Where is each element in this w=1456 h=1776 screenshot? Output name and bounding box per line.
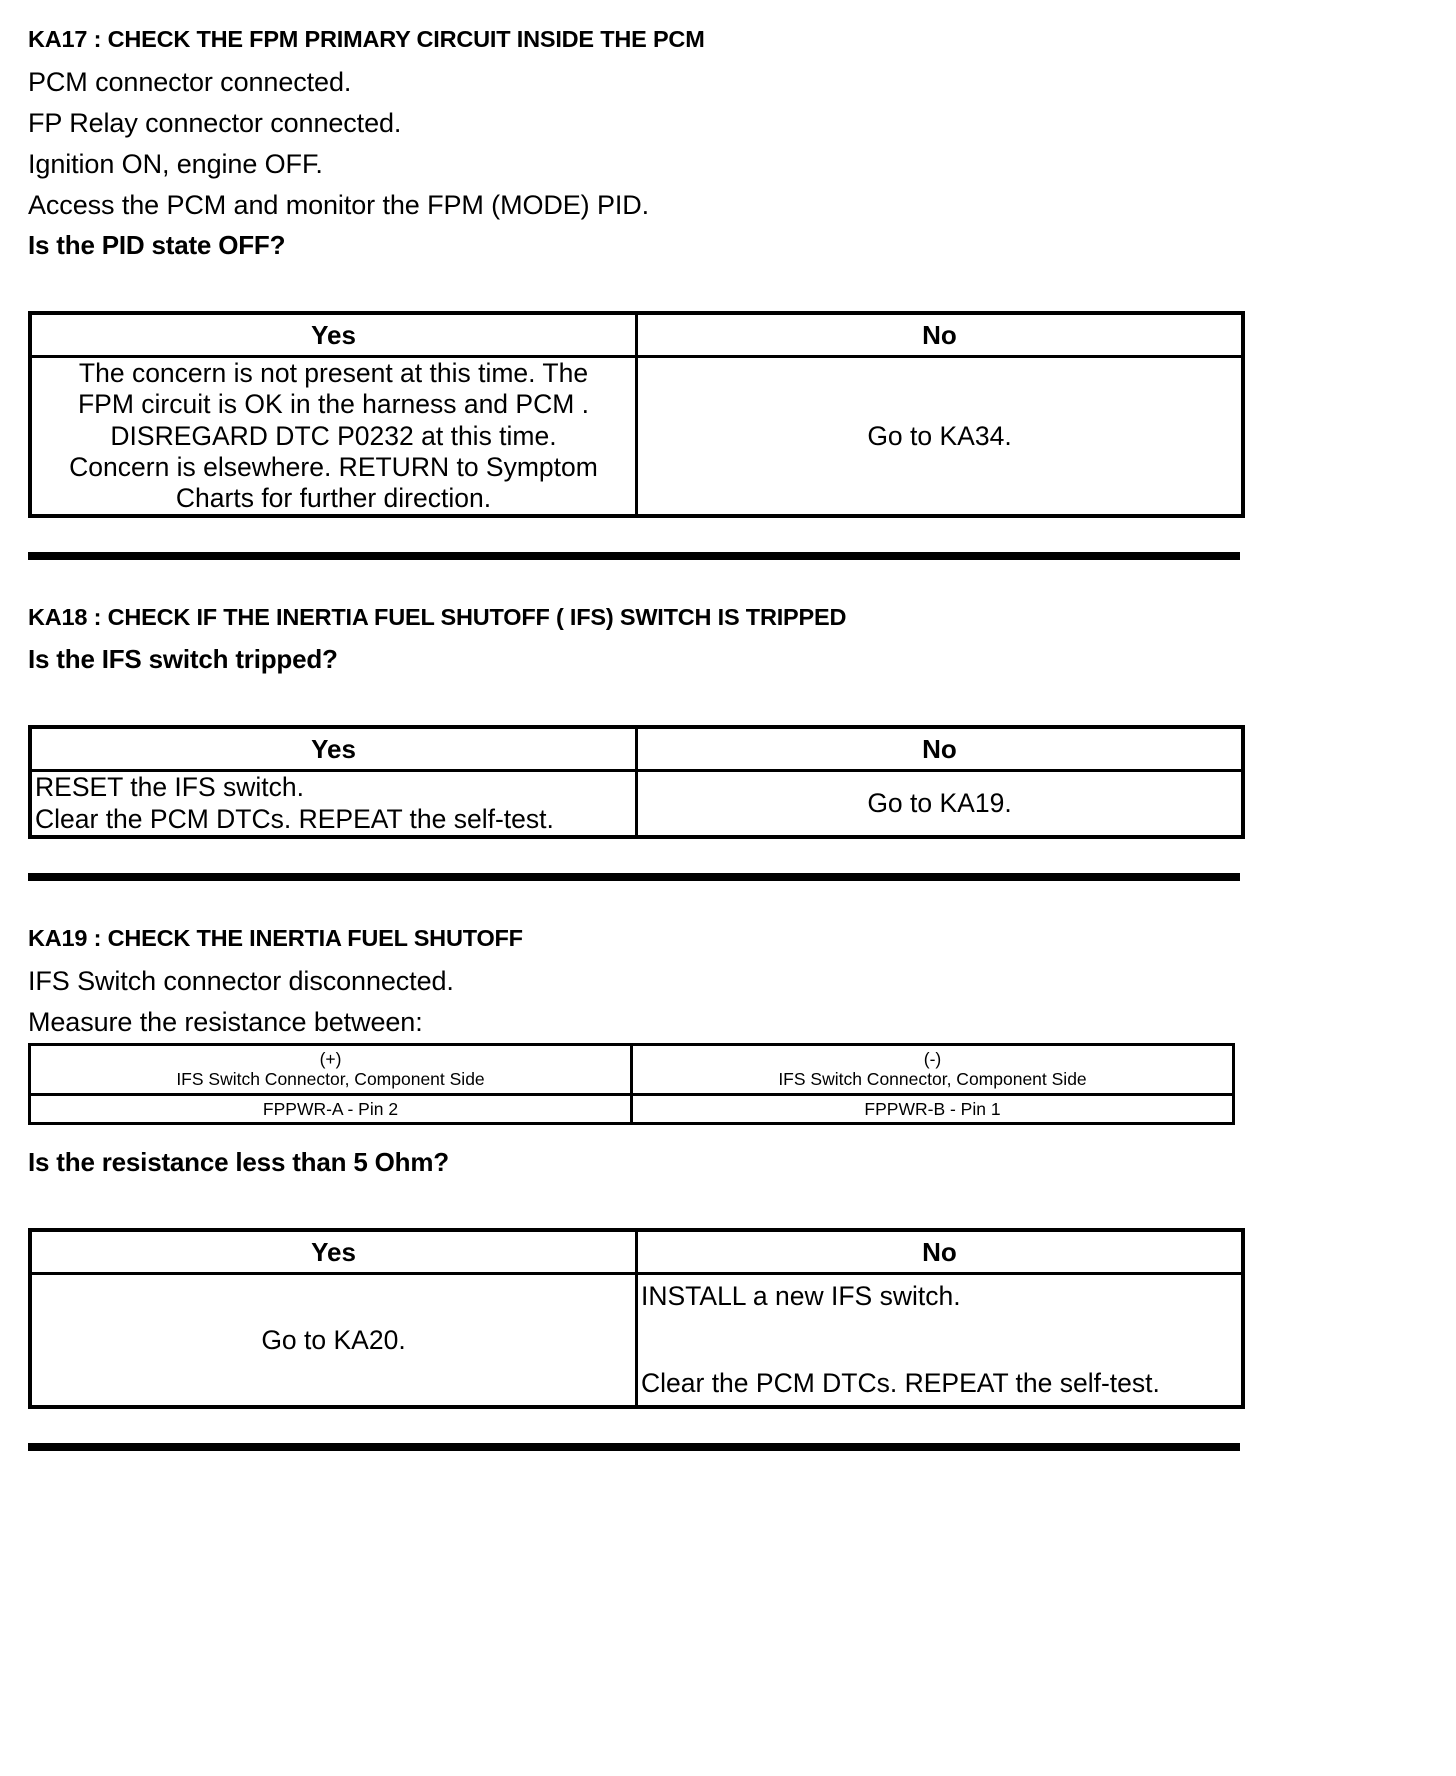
cell-yes-action: The concern is not present at this time.… <box>28 355 638 518</box>
table-row: RESET the IFS switch. Clear the PCM DTCs… <box>28 769 1245 839</box>
instruction-line: Ignition ON, engine OFF. <box>28 149 323 180</box>
column-header-no: No <box>635 311 1245 359</box>
instruction-line: FP Relay connector connected. <box>28 108 402 139</box>
instruction-line: IFS Switch connector disconnected. <box>28 965 454 996</box>
measurement-pin-table: (+) IFS Switch Connector, Component Side… <box>28 1042 1235 1126</box>
section-heading-ka19: KA19 : CHECK THE INERTIA FUEL SHUTOFF <box>28 924 523 951</box>
section-divider <box>28 1443 1240 1452</box>
connector-description-negative: IFS Switch Connector, Component Side <box>778 1069 1087 1090</box>
action-line: INSTALL a new IFS switch. <box>641 1281 961 1312</box>
column-header-yes: Yes <box>28 725 638 773</box>
decision-table-ka17: Yes No The concern is not present at thi… <box>28 311 1245 518</box>
instruction-line: PCM connector connected. <box>28 67 352 98</box>
table-row: (+) IFS Switch Connector, Component Side… <box>28 1042 1235 1097</box>
decision-question-ka19: Is the resistance less than 5 Ohm? <box>28 1147 449 1178</box>
column-header-yes: Yes <box>28 1228 638 1276</box>
action-line: Charts for further direction. <box>175 482 492 513</box>
table-row: Go to KA20. INSTALL a new IFS switch. Cl… <box>28 1272 1245 1409</box>
cell-positive-lead: (+) IFS Switch Connector, Component Side <box>28 1042 633 1097</box>
connector-description-positive: IFS Switch Connector, Component Side <box>176 1069 485 1090</box>
section-divider <box>28 551 1240 560</box>
table-row: FPPWR-A - Pin 2 FPPWR-B - Pin 1 <box>28 1093 1235 1126</box>
action-line: FPM circuit is OK in the harness and PCM… <box>77 389 590 420</box>
table-header-row: Yes No <box>28 725 1245 773</box>
section-heading-ka18: KA18 : CHECK IF THE INERTIA FUEL SHUTOFF… <box>28 603 847 630</box>
pin-label-negative: FPPWR-B - Pin 1 <box>630 1093 1235 1126</box>
table-header-row: Yes No <box>28 1228 1245 1276</box>
action-line: Concern is elsewhere. RETURN to Symptom <box>69 451 598 482</box>
action-line: Go to KA34. <box>867 420 1012 451</box>
column-header-yes: Yes <box>28 311 638 359</box>
cell-yes-action: RESET the IFS switch. Clear the PCM DTCs… <box>28 769 638 839</box>
cell-yes-action: Go to KA20. <box>28 1272 638 1409</box>
cell-no-action: INSTALL a new IFS switch. Clear the PCM … <box>635 1272 1245 1409</box>
action-line: Clear the PCM DTCs. REPEAT the self-test… <box>641 1368 1160 1399</box>
cell-no-action: Go to KA19. <box>635 769 1245 839</box>
action-line: Go to KA20. <box>261 1324 406 1355</box>
polarity-positive: (+) <box>319 1048 342 1069</box>
pin-label-positive: FPPWR-A - Pin 2 <box>28 1093 633 1126</box>
decision-table-ka19: Yes No Go to KA20. INSTALL a new IFS swi… <box>28 1228 1245 1410</box>
table-row: The concern is not present at this time.… <box>28 355 1245 518</box>
action-line: The concern is not present at this time.… <box>78 358 589 389</box>
section-ka19: KA19 : CHECK THE INERTIA FUEL SHUTOFF IF… <box>28 925 1432 1452</box>
polarity-negative: (-) <box>923 1048 942 1069</box>
action-line: Clear the PCM DTCs. REPEAT the self-test… <box>35 803 554 834</box>
cell-negative-lead: (-) IFS Switch Connector, Component Side <box>630 1042 1235 1097</box>
section-ka18: KA18 : CHECK IF THE INERTIA FUEL SHUTOFF… <box>28 604 1432 881</box>
table-header-row: Yes No <box>28 311 1245 359</box>
cell-no-action: Go to KA34. <box>635 355 1245 518</box>
decision-question-ka18: Is the IFS switch tripped? <box>28 644 338 675</box>
section-divider <box>28 872 1240 881</box>
column-header-no: No <box>635 725 1245 773</box>
instruction-line: Access the PCM and monitor the FPM (MODE… <box>28 190 650 221</box>
decision-question-ka17: Is the PID state OFF? <box>28 230 286 261</box>
instruction-line: Measure the resistance between: <box>28 1006 423 1037</box>
column-header-no: No <box>635 1228 1245 1276</box>
section-heading-ka17: KA17 : CHECK THE FPM PRIMARY CIRCUIT INS… <box>28 26 705 52</box>
section-ka17: KA17 : CHECK THE FPM PRIMARY CIRCUIT INS… <box>28 26 1432 560</box>
action-line: RESET the IFS switch. <box>35 772 305 803</box>
decision-table-ka18: Yes No RESET the IFS switch. Clear the P… <box>28 725 1245 839</box>
action-line: Go to KA19. <box>867 787 1012 818</box>
action-line: DISREGARD DTC P0232 at this time. <box>110 420 557 451</box>
